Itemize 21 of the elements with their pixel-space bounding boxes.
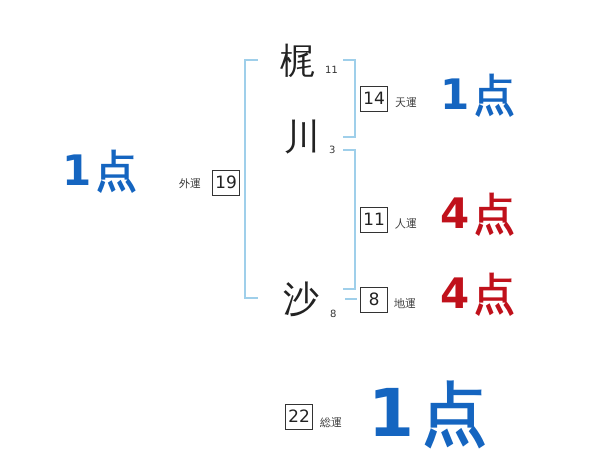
score-text: 1点 [440, 74, 520, 116]
fortune-label: 天運 [395, 97, 417, 110]
fortune-label: 総運 [320, 417, 342, 430]
name-character: 川 [284, 120, 320, 156]
fortune-label: 人運 [395, 218, 417, 230]
score-text: 1点 [368, 381, 494, 447]
fortune-label: 外運 [179, 178, 201, 190]
name-character: 沙 [283, 282, 319, 318]
number-box: 14 [360, 86, 388, 112]
fortune-label: 地運 [394, 298, 416, 310]
stroke-count: 11 [325, 66, 338, 76]
number-box: 11 [360, 207, 388, 233]
score-text: 4点 [440, 193, 520, 235]
number-box: 22 [285, 404, 313, 430]
stroke-count: 8 [330, 310, 336, 320]
number-box: 8 [360, 287, 388, 313]
score-text: 1点 [62, 150, 142, 192]
number-box: 19 [212, 170, 240, 196]
name-character: 梶 [280, 44, 316, 80]
score-text: 4点 [440, 273, 520, 315]
stroke-count: 3 [329, 146, 336, 156]
